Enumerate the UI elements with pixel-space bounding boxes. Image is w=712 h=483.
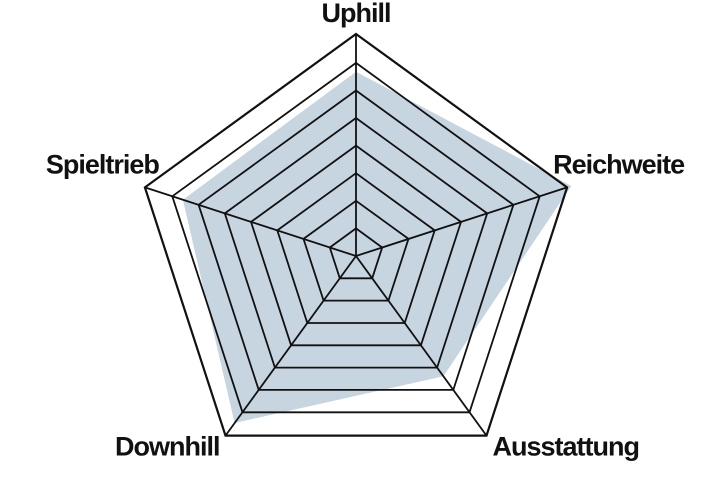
grid-layer xyxy=(143,32,569,437)
spoke-3 xyxy=(224,255,357,437)
axis-labels-layer: Uphill Reichweite Ausstattung Downhill S… xyxy=(46,0,686,462)
series-area-0 xyxy=(182,71,572,423)
axis-label-ausstattung: Ausstattung xyxy=(493,432,640,462)
axis-label-uphill: Uphill xyxy=(322,0,391,28)
spoke-2 xyxy=(355,255,488,437)
spoke-4 xyxy=(144,186,357,257)
spoke-1 xyxy=(355,186,568,257)
axis-label-downhill: Downhill xyxy=(115,432,219,462)
grid-ring-7 xyxy=(328,227,384,280)
grid-frame xyxy=(143,32,569,437)
series-area-layer xyxy=(182,71,572,423)
grid-ring-3 xyxy=(223,116,489,369)
axis-label-spieltrieb: Spieltrieb xyxy=(46,149,160,179)
grid-ring-1 xyxy=(171,61,541,414)
grid-ring-4 xyxy=(249,144,463,347)
grid-ring-6 xyxy=(302,199,410,302)
axis-label-reichweite: Reichweite xyxy=(553,149,685,179)
grid-ring-2 xyxy=(197,89,515,391)
grid-ring-5 xyxy=(276,172,436,324)
